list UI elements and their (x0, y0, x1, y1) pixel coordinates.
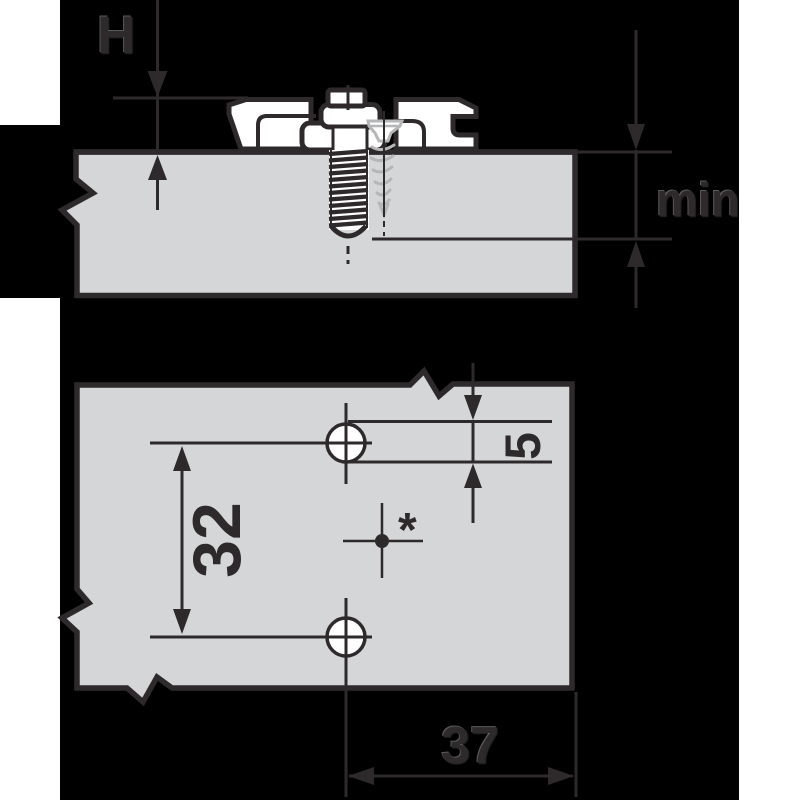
wood-screw (366, 111, 405, 236)
plate-left-wing (226, 97, 314, 152)
dim37-arrow-right (548, 767, 574, 785)
mounting-plate-profile (226, 85, 479, 153)
dimension-h: H (97, 0, 248, 210)
panel-cross-section (57, 149, 578, 299)
euro-screw-thread-edges (330, 150, 368, 228)
label-min-depth: min (656, 173, 740, 226)
euro-screw-tip (329, 224, 368, 239)
dimension-5: 5 (348, 363, 552, 523)
min-arrow-down (627, 124, 645, 150)
dim5-arrow-up (464, 463, 482, 488)
h-arrow-down (147, 71, 168, 97)
dim5-arrow-down (464, 395, 482, 420)
label-plate-height: H (97, 6, 135, 65)
dim32-arrow-up (173, 446, 191, 471)
label-edge-distance: 37 (441, 717, 499, 775)
dimension-32: 32 (173, 446, 255, 634)
plate-left-inner-contour (256, 114, 316, 149)
dimension-min: min (372, 30, 740, 308)
dimension-37: 37 (344, 688, 578, 797)
plate-right-inner-contour (398, 119, 426, 149)
dim37-arrow-left (348, 767, 374, 785)
label-hole-diameter: 5 (495, 432, 551, 460)
top-view: 32 5 * 37 (57, 363, 578, 797)
plate-right-wing (393, 97, 479, 152)
cross-section-view: H (57, 0, 740, 308)
reference-point: * (343, 503, 423, 578)
label-reference-mark: * (398, 504, 417, 557)
h-arrow-up (148, 155, 167, 180)
min-arrow-up (627, 241, 645, 267)
panel-top-view (57, 366, 575, 707)
reference-dot (375, 534, 389, 548)
label-hole-spacing: 32 (179, 502, 255, 578)
euro-screw (328, 125, 369, 264)
euro-screw-threads (328, 148, 369, 228)
euro-screw-shank (331, 125, 369, 154)
dim32-arrow-down (173, 609, 191, 634)
